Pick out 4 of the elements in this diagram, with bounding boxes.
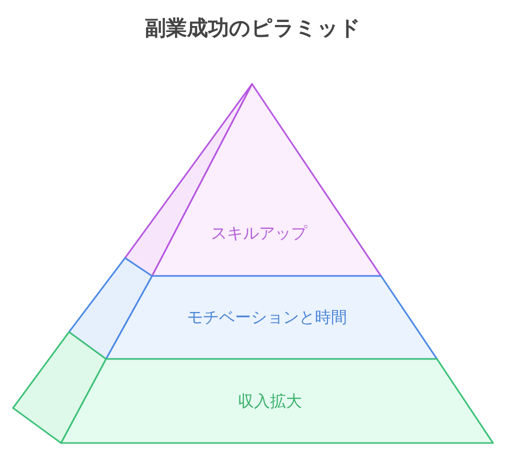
layer-label: モチベーションと時間	[187, 308, 347, 328]
diagram-title: 副業成功のピラミッド	[144, 15, 362, 42]
layer-label: スキルアップ	[211, 224, 307, 244]
layer-label: 収入拡大	[238, 392, 302, 412]
